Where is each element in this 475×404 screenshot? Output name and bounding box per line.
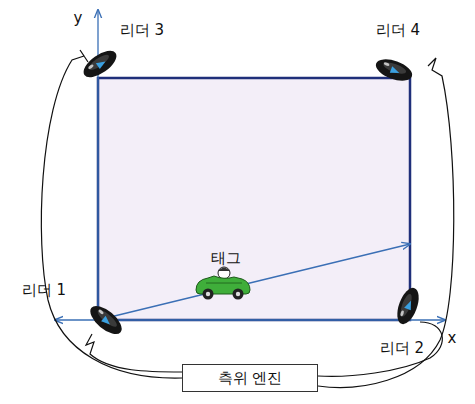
reader-icon xyxy=(79,46,120,83)
reader-icon xyxy=(393,285,423,327)
reader-icon xyxy=(86,301,127,339)
reader-wires xyxy=(41,50,453,387)
tag-car xyxy=(196,267,250,300)
axis-label: y xyxy=(74,9,83,27)
area-square xyxy=(98,78,410,320)
reader-label: 리더 4 xyxy=(376,21,420,39)
axis-label: x xyxy=(448,329,457,347)
reader-icon xyxy=(373,55,415,85)
reader-label: 리더 1 xyxy=(22,281,66,299)
reader-label: 리더 3 xyxy=(120,21,164,39)
range-vector xyxy=(98,244,410,320)
tag-label: 태그 xyxy=(211,249,241,267)
box-text: 측위 엔진 xyxy=(218,369,283,388)
reader-label: 리더 2 xyxy=(380,339,424,357)
engine-box: 측위 엔진 xyxy=(182,364,318,392)
